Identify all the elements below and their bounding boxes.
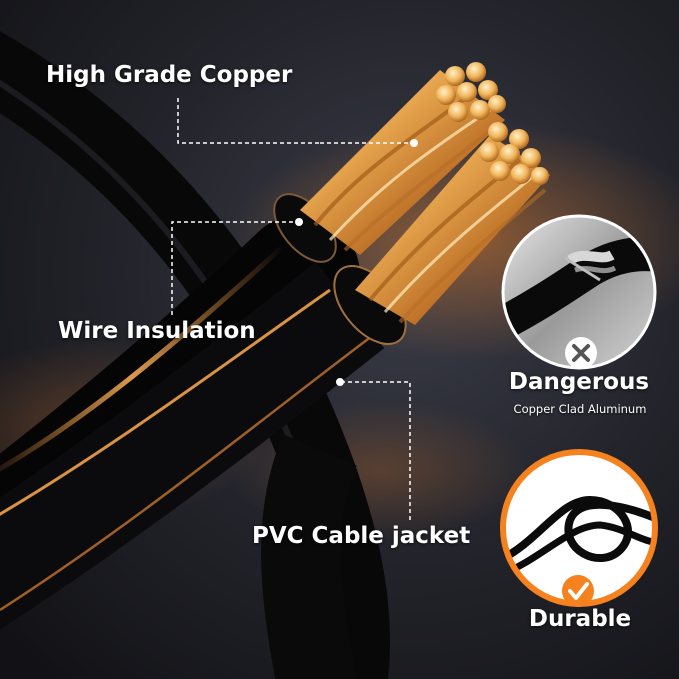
durable-title: Durable <box>528 606 632 632</box>
dangerous-subtitle: Copper Clad Aluminum <box>513 402 647 416</box>
jacket-label: PVC Cable jacket <box>252 523 471 549</box>
dangerous-title: Dangerous <box>508 369 650 395</box>
x-icon <box>565 337 597 369</box>
check-icon <box>562 575 594 607</box>
callout-leader-jacket <box>336 378 411 520</box>
insulation-label: Wire Insulation <box>58 318 256 344</box>
callout-leader-insulation <box>171 218 303 315</box>
callout-leader-copper <box>177 98 418 147</box>
copper-label: High Grade Copper <box>46 62 293 88</box>
